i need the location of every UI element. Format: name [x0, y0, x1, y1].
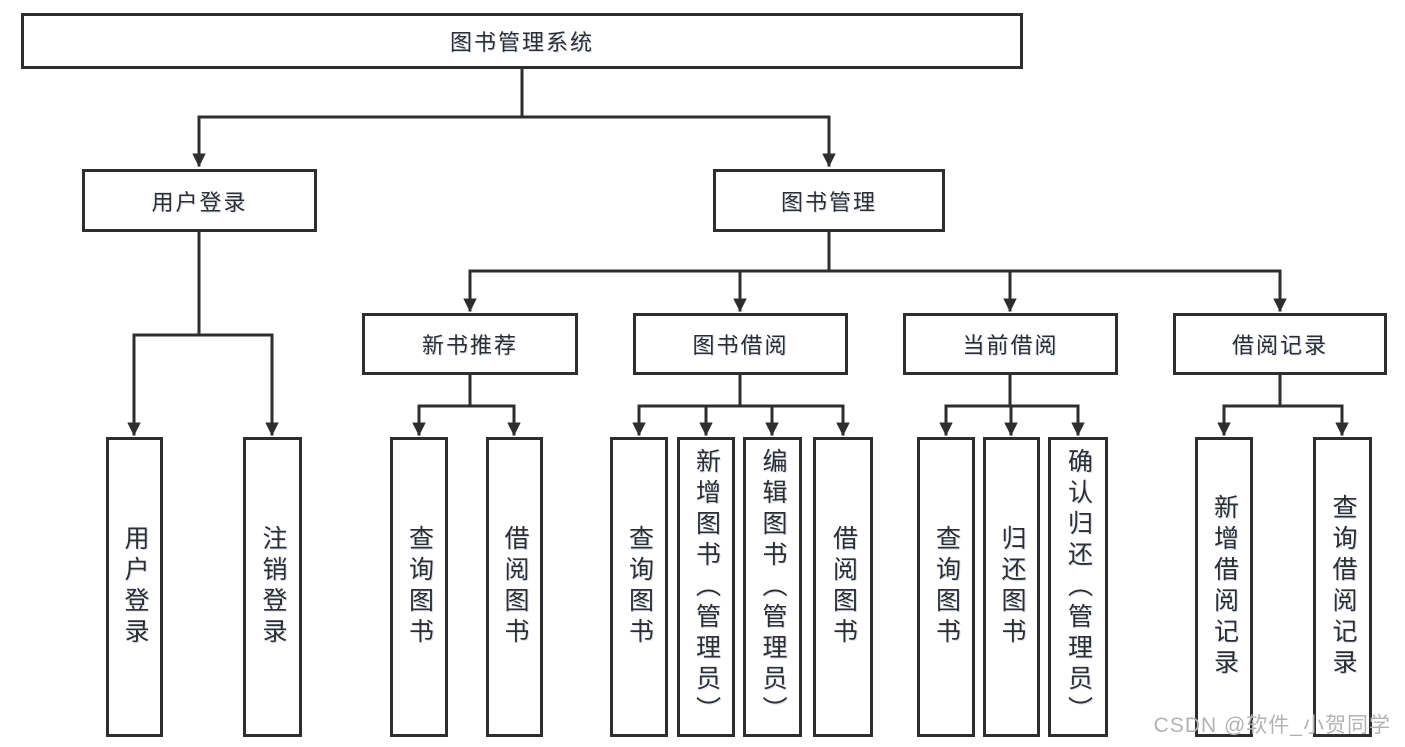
leaf-add-borrow-record: 新增借阅记录: [1195, 437, 1253, 737]
leaf-query-books-current: 查询图书: [917, 437, 975, 737]
watermark-csdn: CSDN @软件_小贺同学: [1153, 714, 1391, 737]
node-library-system: 图书管理系统: [21, 13, 1023, 69]
node-label: 新增图书（管理员）: [692, 447, 721, 727]
node-label: 归还图书: [998, 525, 1026, 649]
leaf-edit-books-admin: 编辑图书（管理员）: [743, 437, 802, 737]
node-label: 当前借阅: [962, 333, 1059, 358]
node-label: 注销登录: [259, 525, 287, 649]
node-current-borrowing: 当前借阅: [903, 313, 1118, 375]
node-label: 查询图书: [405, 525, 434, 649]
node-label: 确认归还（管理员）: [1064, 447, 1093, 727]
node-label: 借阅图书: [501, 525, 529, 649]
node-label: 用户登录: [121, 525, 149, 649]
node-new-book-recommendation: 新书推荐: [362, 313, 578, 375]
node-borrowing-records: 借阅记录: [1173, 313, 1387, 375]
leaf-confirm-return-admin: 确认归还（管理员）: [1048, 437, 1108, 737]
node-label: 查询图书: [625, 525, 654, 649]
node-label: 查询图书: [932, 525, 961, 649]
node-label: 图书管理系统: [449, 30, 594, 55]
node-label: 借阅记录: [1231, 333, 1328, 358]
leaf-borrow-books-borrowing: 借阅图书: [813, 437, 873, 737]
node-label: 新书推荐: [421, 333, 518, 358]
node-label: 图书管理: [780, 189, 877, 215]
node-label: 编辑图书（管理员）: [759, 447, 787, 727]
node-book-borrowing: 图书借阅: [633, 313, 848, 375]
leaf-query-books-recommend: 查询图书: [390, 437, 448, 737]
node-label: 图书借阅: [692, 333, 789, 358]
node-label: 用户登录: [151, 189, 248, 215]
node-label: 查询借阅记录: [1329, 494, 1357, 680]
leaf-return-books: 归还图书: [983, 437, 1040, 737]
node-user-login: 用户登录: [82, 169, 317, 232]
node-label: 借阅图书: [829, 525, 858, 649]
node-book-management: 图书管理: [713, 169, 945, 232]
node-label: 新增借阅记录: [1210, 494, 1239, 680]
leaf-add-books-admin: 新增图书（管理员）: [677, 437, 735, 737]
leaf-query-books-borrowing: 查询图书: [610, 437, 668, 737]
leaf-user-login: 用户登录: [106, 437, 163, 737]
leaf-logout-login: 注销登录: [243, 437, 302, 737]
leaf-query-borrow-record: 查询借阅记录: [1313, 437, 1372, 737]
leaf-borrow-books-recommend: 借阅图书: [486, 437, 543, 737]
